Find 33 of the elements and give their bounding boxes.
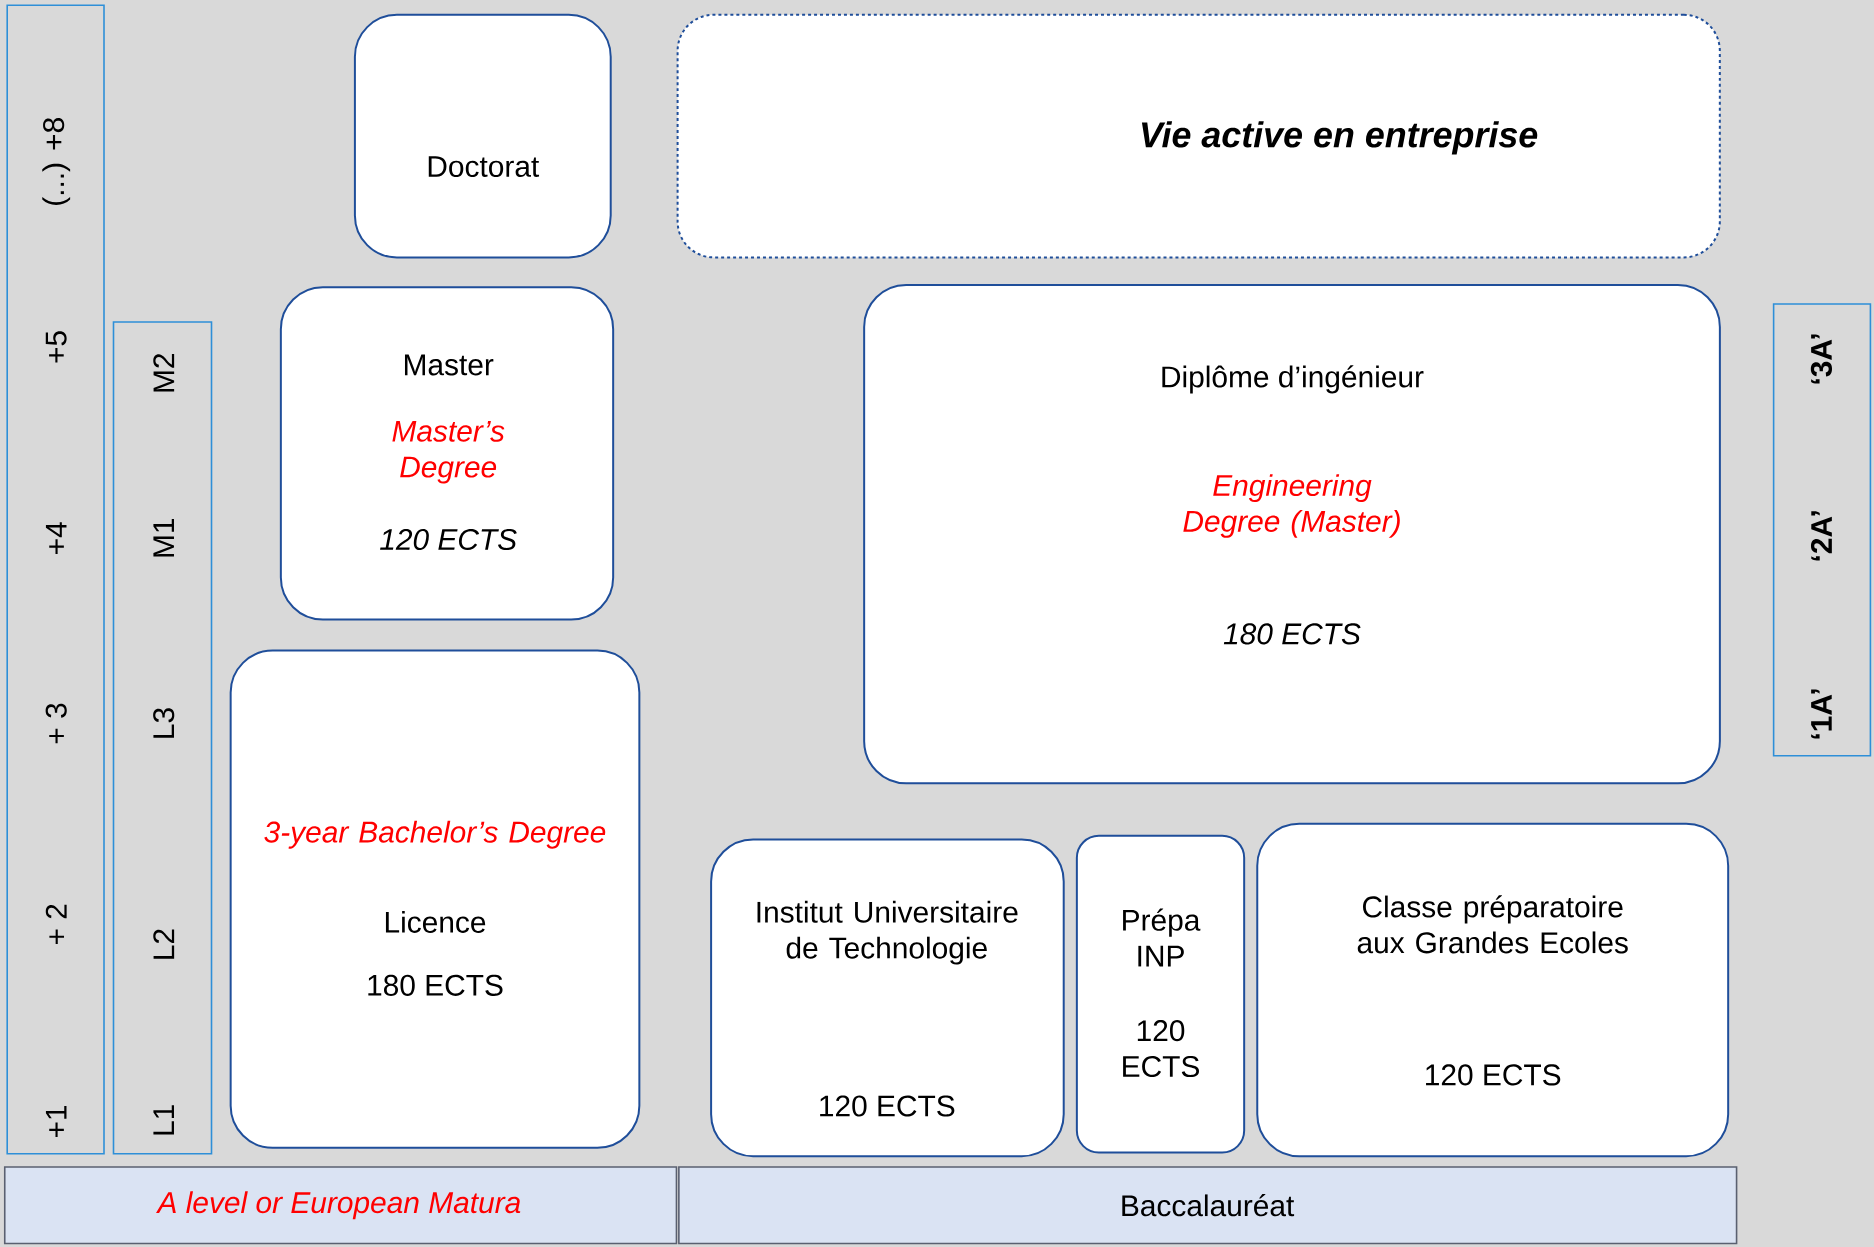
box-label: 180 ECTS bbox=[368, 974, 503, 996]
scale-label: (...) +8 bbox=[42, 118, 71, 205]
scale-label: L3 bbox=[153, 708, 175, 738]
box-label: Vie active en entreprise bbox=[1141, 121, 1538, 155]
box-label: Master’s Degree bbox=[392, 420, 505, 484]
scale-label: ‘1A’ bbox=[1811, 689, 1832, 739]
box-label: 3-year Bachelor’s Degree bbox=[264, 820, 606, 849]
scale-label: L1 bbox=[153, 1105, 174, 1135]
box-label: 180 ECTS bbox=[1223, 623, 1361, 645]
scale-label: +1 bbox=[45, 1105, 67, 1138]
scale-label: M1 bbox=[153, 519, 174, 557]
box-label: Engineering Degree (Master) bbox=[1183, 474, 1400, 538]
scale-label: + 2 bbox=[45, 904, 67, 945]
box-label: 120 ECTS bbox=[380, 528, 517, 551]
scale-label: M2 bbox=[153, 354, 175, 392]
box-label: 120 ECTS bbox=[1426, 1064, 1561, 1086]
box-label: Classe préparatoire aux Grandes Ecoles bbox=[1357, 895, 1628, 954]
box-label: Doctorat bbox=[428, 156, 540, 177]
box-label: Master bbox=[405, 354, 494, 376]
box-label: A level or European Matura bbox=[156, 1191, 521, 1220]
box-label: Prépa INP bbox=[1123, 908, 1201, 967]
box-label: 120 ECTS bbox=[820, 1095, 955, 1117]
scale-label: +5 bbox=[45, 331, 67, 363]
scale-label: ‘2A’ bbox=[1811, 511, 1832, 561]
box-label: Diplôme d’ingénieur bbox=[1162, 365, 1424, 394]
scale-label: +4 bbox=[45, 522, 67, 554]
box-label: 120 ECTS bbox=[1123, 1020, 1199, 1078]
scale-label: L2 bbox=[153, 929, 175, 959]
scale-label: + 3 bbox=[45, 703, 67, 744]
box-label: Baccalauréat bbox=[1122, 1194, 1295, 1217]
scale-label: ‘3A’ bbox=[1810, 334, 1832, 384]
box-label: Institut Universitaire de Technologie bbox=[757, 900, 1018, 965]
box-label: Licence bbox=[385, 910, 486, 933]
